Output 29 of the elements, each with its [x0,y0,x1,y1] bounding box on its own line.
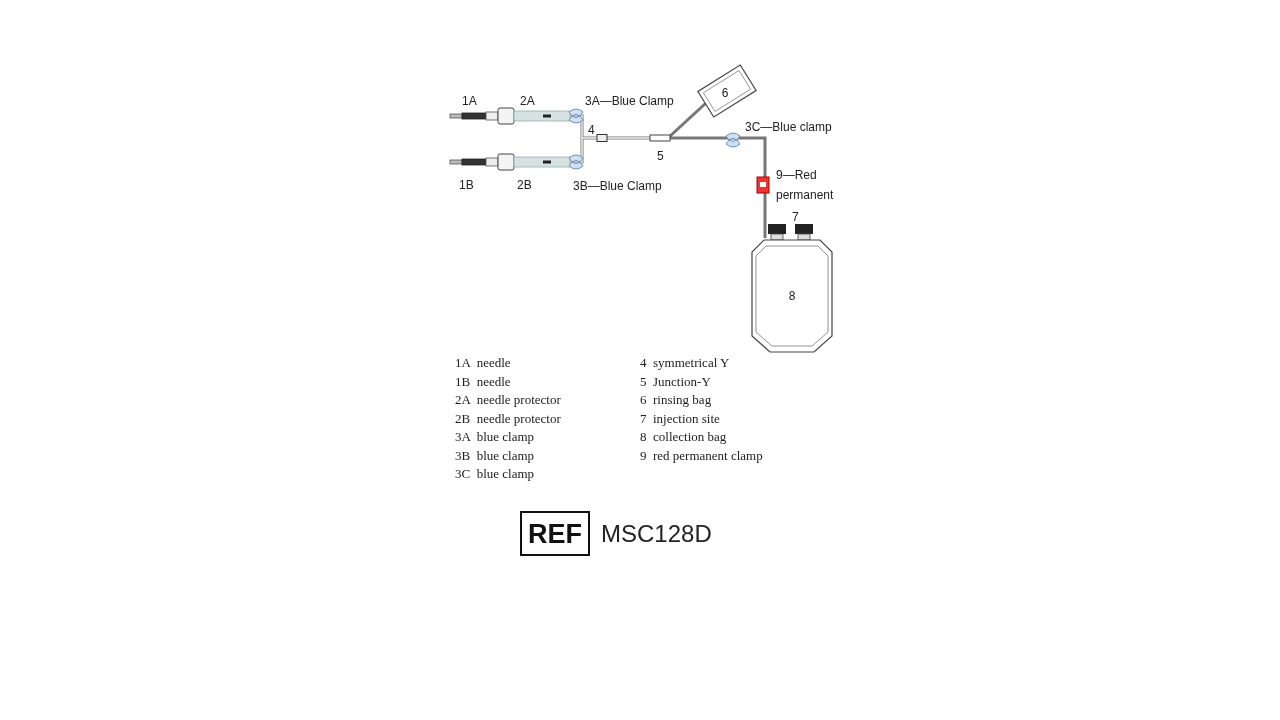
key-entry: 3B blue clamp [455,447,535,463]
callout-number: 7 [792,210,799,224]
key-entry: 3C blue clamp [455,466,535,481]
callout-label: 9—Red permanent [776,167,835,204]
callout-number: 5 [657,149,664,163]
callout-label: 3C—Blue clamp [745,120,832,134]
key-entry: 6 rinsing bag [640,392,712,407]
ref-symbol [520,511,590,556]
callout-number: 4 [588,123,595,137]
key-entry: 1B needle [455,373,511,389]
reference-number: MSC128D [601,520,712,548]
key-entry: 7 injection site [640,410,720,426]
key-entry: 1A needle [455,355,511,370]
key-entry: 8 collection bag [640,429,727,444]
bag-number: 8 [788,289,796,303]
key-entry: 2B needle protector [455,410,561,426]
key-entry: 4 symmetrical Y [640,355,730,370]
callout-label: 3B—Blue Clamp [573,179,662,193]
callout-label: 2A [520,94,535,108]
callout-label: 2B [517,178,532,192]
key-entry: 2A needle protector [455,392,561,407]
callout-label: 1A [462,94,477,108]
bag-number: 6 [721,86,729,100]
ref-label: REF [527,518,583,549]
key-entry: 5 Junction-Y [640,373,711,389]
callout-label: 1B [459,178,474,192]
key-entry: 9 red permanent clamp [640,447,763,463]
collection-bag [750,238,834,354]
key-entry: 3A blue clamp [455,429,535,444]
